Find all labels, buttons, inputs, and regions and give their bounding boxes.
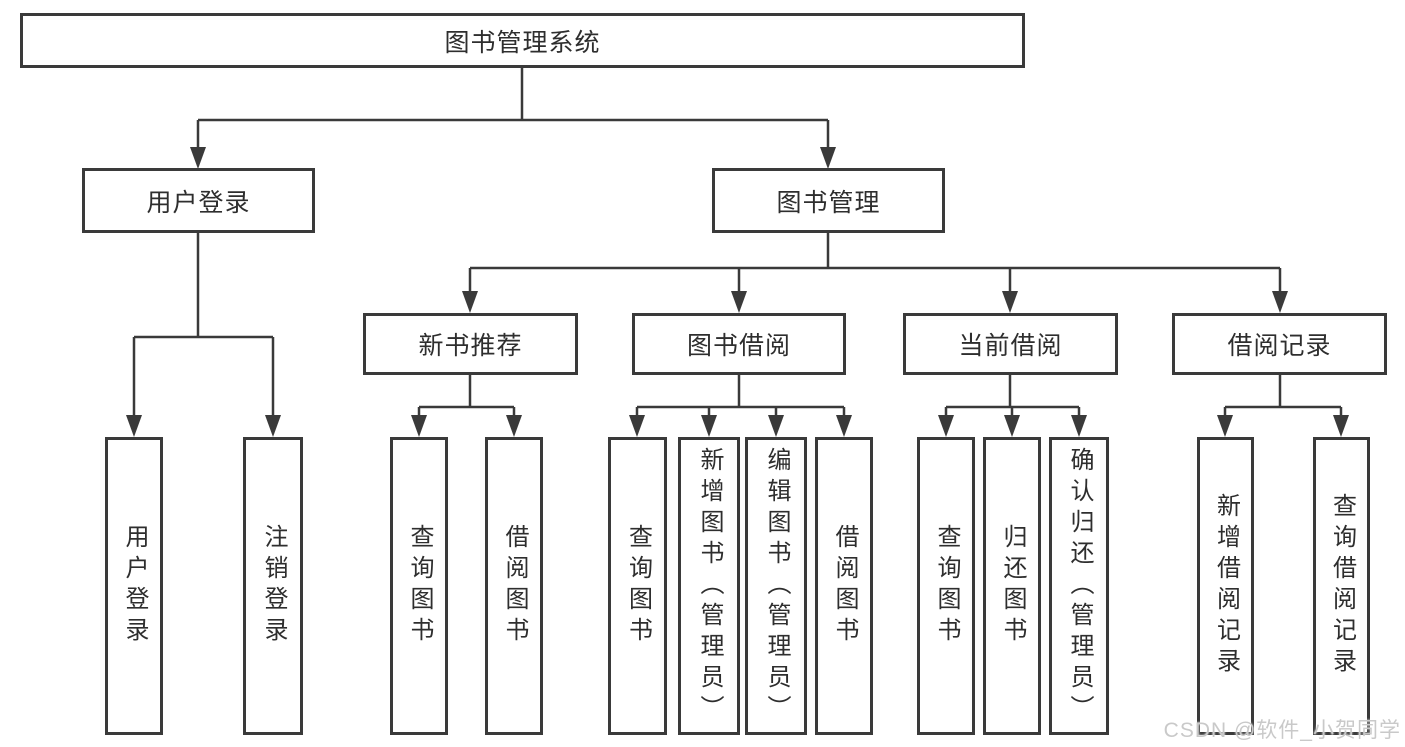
leaf-edit-book-admin: 编辑图书（管理员）: [745, 437, 807, 735]
leaf-query-books-2: 查询图书: [608, 437, 667, 735]
node-book-borrow: 图书借阅: [632, 313, 846, 375]
leaf-add-borrow-record-label: 新增借阅记录: [1212, 493, 1240, 679]
csdn-watermark: CSDN @软件_小贺同学: [1163, 719, 1401, 742]
leaf-return-books: 归还图书: [983, 437, 1041, 735]
leaf-query-borrow-record: 查询借阅记录: [1313, 437, 1370, 735]
node-book-borrow-label: 图书借阅: [686, 332, 791, 360]
node-book-management: 图书管理: [712, 168, 945, 233]
leaf-borrow-books-1-label: 借阅图书: [501, 524, 528, 648]
leaf-borrow-books-2: 借阅图书: [815, 437, 873, 735]
node-user-login-label: 用户登录: [146, 188, 251, 217]
leaf-add-book-admin: 新增图书（管理员）: [678, 437, 740, 735]
node-root-system: 图书管理系统: [20, 13, 1025, 68]
leaf-borrow-books-2-label: 借阅图书: [831, 524, 858, 648]
leaf-query-books-1-label: 查询图书: [406, 524, 433, 648]
leaf-user-login: 用户登录: [105, 437, 163, 735]
leaf-confirm-return-admin-label: 确认归还（管理员）: [1066, 446, 1093, 726]
leaf-query-books-1: 查询图书: [390, 437, 448, 735]
node-borrow-records: 借阅记录: [1172, 313, 1387, 375]
node-new-book-recommend: 新书推荐: [363, 313, 578, 375]
leaf-logout-label: 注销登录: [260, 524, 287, 648]
leaf-add-borrow-record: 新增借阅记录: [1197, 437, 1254, 735]
node-root-label: 图书管理系统: [444, 28, 601, 57]
leaf-query-borrow-record-label: 查询借阅记录: [1328, 493, 1356, 679]
node-current-borrow-label: 当前借阅: [958, 332, 1063, 360]
node-book-management-label: 图书管理: [776, 188, 881, 217]
node-new-book-recommend-label: 新书推荐: [418, 332, 523, 360]
leaf-query-books-2-label: 查询图书: [624, 524, 652, 648]
node-user-login: 用户登录: [82, 168, 315, 233]
leaf-edit-book-admin-label: 编辑图书（管理员）: [763, 446, 790, 726]
leaf-confirm-return-admin: 确认归还（管理员）: [1049, 437, 1109, 735]
node-borrow-records-label: 借阅记录: [1227, 332, 1332, 360]
leaf-user-login-label: 用户登录: [121, 524, 148, 648]
leaf-query-books-3-label: 查询图书: [933, 524, 960, 648]
leaf-query-books-3: 查询图书: [917, 437, 975, 735]
node-current-borrow: 当前借阅: [903, 313, 1118, 375]
leaf-logout: 注销登录: [243, 437, 303, 735]
leaf-borrow-books-1: 借阅图书: [485, 437, 543, 735]
leaf-return-books-label: 归还图书: [999, 524, 1026, 648]
leaf-add-book-admin-label: 新增图书（管理员）: [696, 446, 723, 726]
